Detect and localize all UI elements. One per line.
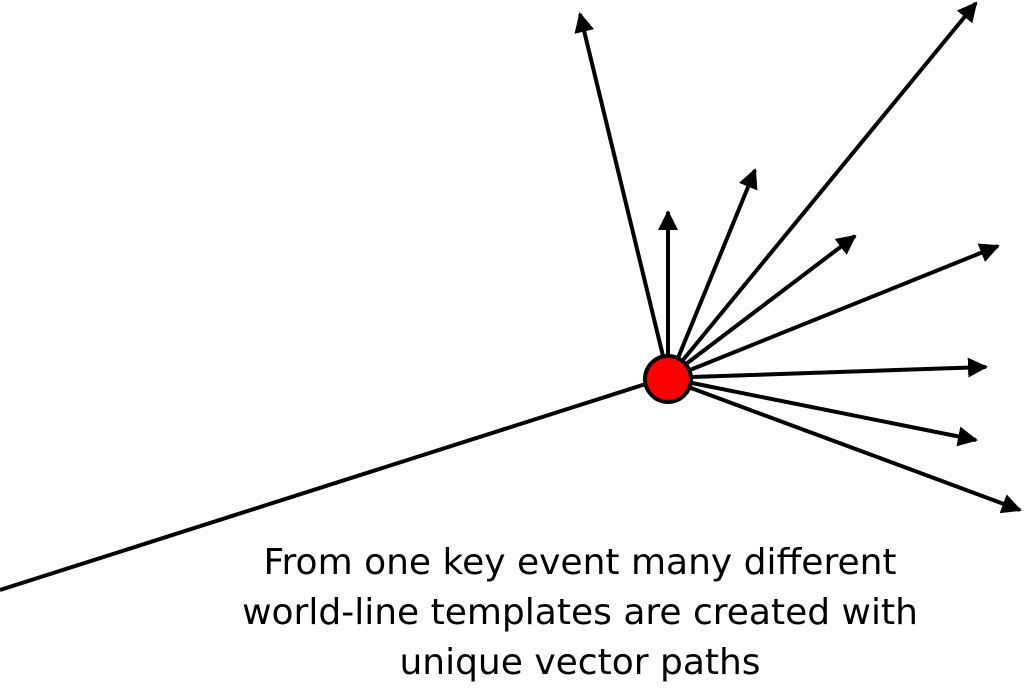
outgoing-vector-paths bbox=[574, 1, 1022, 514]
vector-path bbox=[676, 168, 758, 359]
vector-path bbox=[689, 243, 1000, 372]
vector-path bbox=[574, 12, 665, 357]
vector-path bbox=[681, 1, 978, 362]
caption-line-2: world-line templates are created with bbox=[242, 592, 918, 633]
caption-line-1: From one key event many different bbox=[263, 542, 897, 583]
vector-path bbox=[691, 357, 988, 379]
diagram-caption: From one key event many different world-… bbox=[190, 538, 970, 688]
caption-line-3: unique vector paths bbox=[399, 642, 761, 683]
key-event-node bbox=[643, 354, 693, 404]
vector-path bbox=[690, 386, 1022, 514]
incoming-world-line bbox=[0, 380, 653, 592]
vector-path bbox=[684, 234, 857, 366]
vector-path bbox=[691, 381, 978, 447]
